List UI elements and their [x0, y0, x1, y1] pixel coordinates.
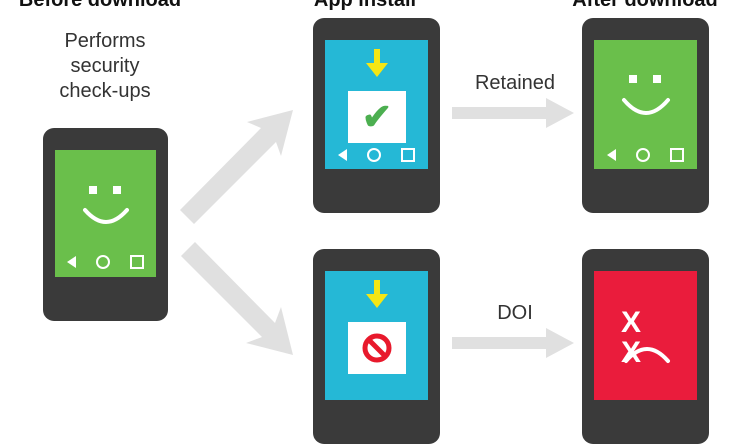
- left-eye-icon: [89, 186, 97, 194]
- download-arrow-icon: [366, 49, 388, 77]
- right-eye-icon: [113, 186, 121, 194]
- caption-line: check-ups: [59, 80, 151, 102]
- smile-icon: [83, 208, 129, 224]
- heading-before-download: Before download: [18, 0, 182, 11]
- phone-install-approved: ✔: [313, 18, 440, 213]
- frown-icon: [624, 347, 670, 363]
- label-retained: Retained: [474, 72, 556, 94]
- flow-arrow-doi: [452, 328, 574, 358]
- back-icon: [338, 149, 347, 161]
- caption-line: Performs: [64, 30, 146, 52]
- phone-screen: X X: [594, 271, 697, 400]
- android-nav-bar: [55, 251, 156, 273]
- phone-screen: ✔: [325, 40, 428, 169]
- app-card: ✔: [348, 91, 406, 143]
- recents-icon: [670, 148, 684, 162]
- security-checkups-caption: Performs security check-ups: [50, 29, 160, 104]
- phone-screen: [325, 271, 428, 400]
- recents-icon: [130, 255, 144, 269]
- smile-icon: [622, 98, 670, 115]
- android-nav-bar: [594, 144, 697, 166]
- right-eye-icon: [653, 75, 661, 83]
- heading-app-install: App install: [313, 0, 417, 11]
- back-icon: [67, 256, 76, 268]
- phone-screen: [594, 40, 697, 169]
- caption-line: security: [70, 55, 140, 77]
- download-arrow-icon: [366, 280, 388, 308]
- phone-screen: [55, 150, 156, 277]
- heading-after-download: After download: [572, 0, 718, 11]
- back-icon: [607, 149, 616, 161]
- flow-arrow-to-install-bottom: [181, 242, 293, 355]
- blocked-icon: [362, 333, 392, 363]
- left-eye-icon: [629, 75, 637, 83]
- phone-before-download: [43, 128, 168, 321]
- flow-arrows: [180, 98, 574, 358]
- phone-install-blocked: [313, 249, 440, 444]
- phone-after-download-retained: [582, 18, 709, 213]
- home-icon: [636, 148, 650, 162]
- android-nav-bar: [325, 144, 428, 166]
- flow-arrow-to-install-top: [180, 110, 293, 224]
- flow-arrow-retained: [452, 98, 574, 128]
- checkmark-icon: ✔: [361, 96, 393, 137]
- home-icon: [367, 148, 381, 162]
- android-nav-bar: [594, 399, 697, 400]
- home-icon: [96, 255, 110, 269]
- android-nav-bar: [325, 399, 428, 400]
- app-card: [348, 322, 406, 374]
- recents-icon: [401, 148, 415, 162]
- label-doi: DOI: [497, 302, 533, 324]
- phone-after-download-doi: X X: [582, 249, 709, 444]
